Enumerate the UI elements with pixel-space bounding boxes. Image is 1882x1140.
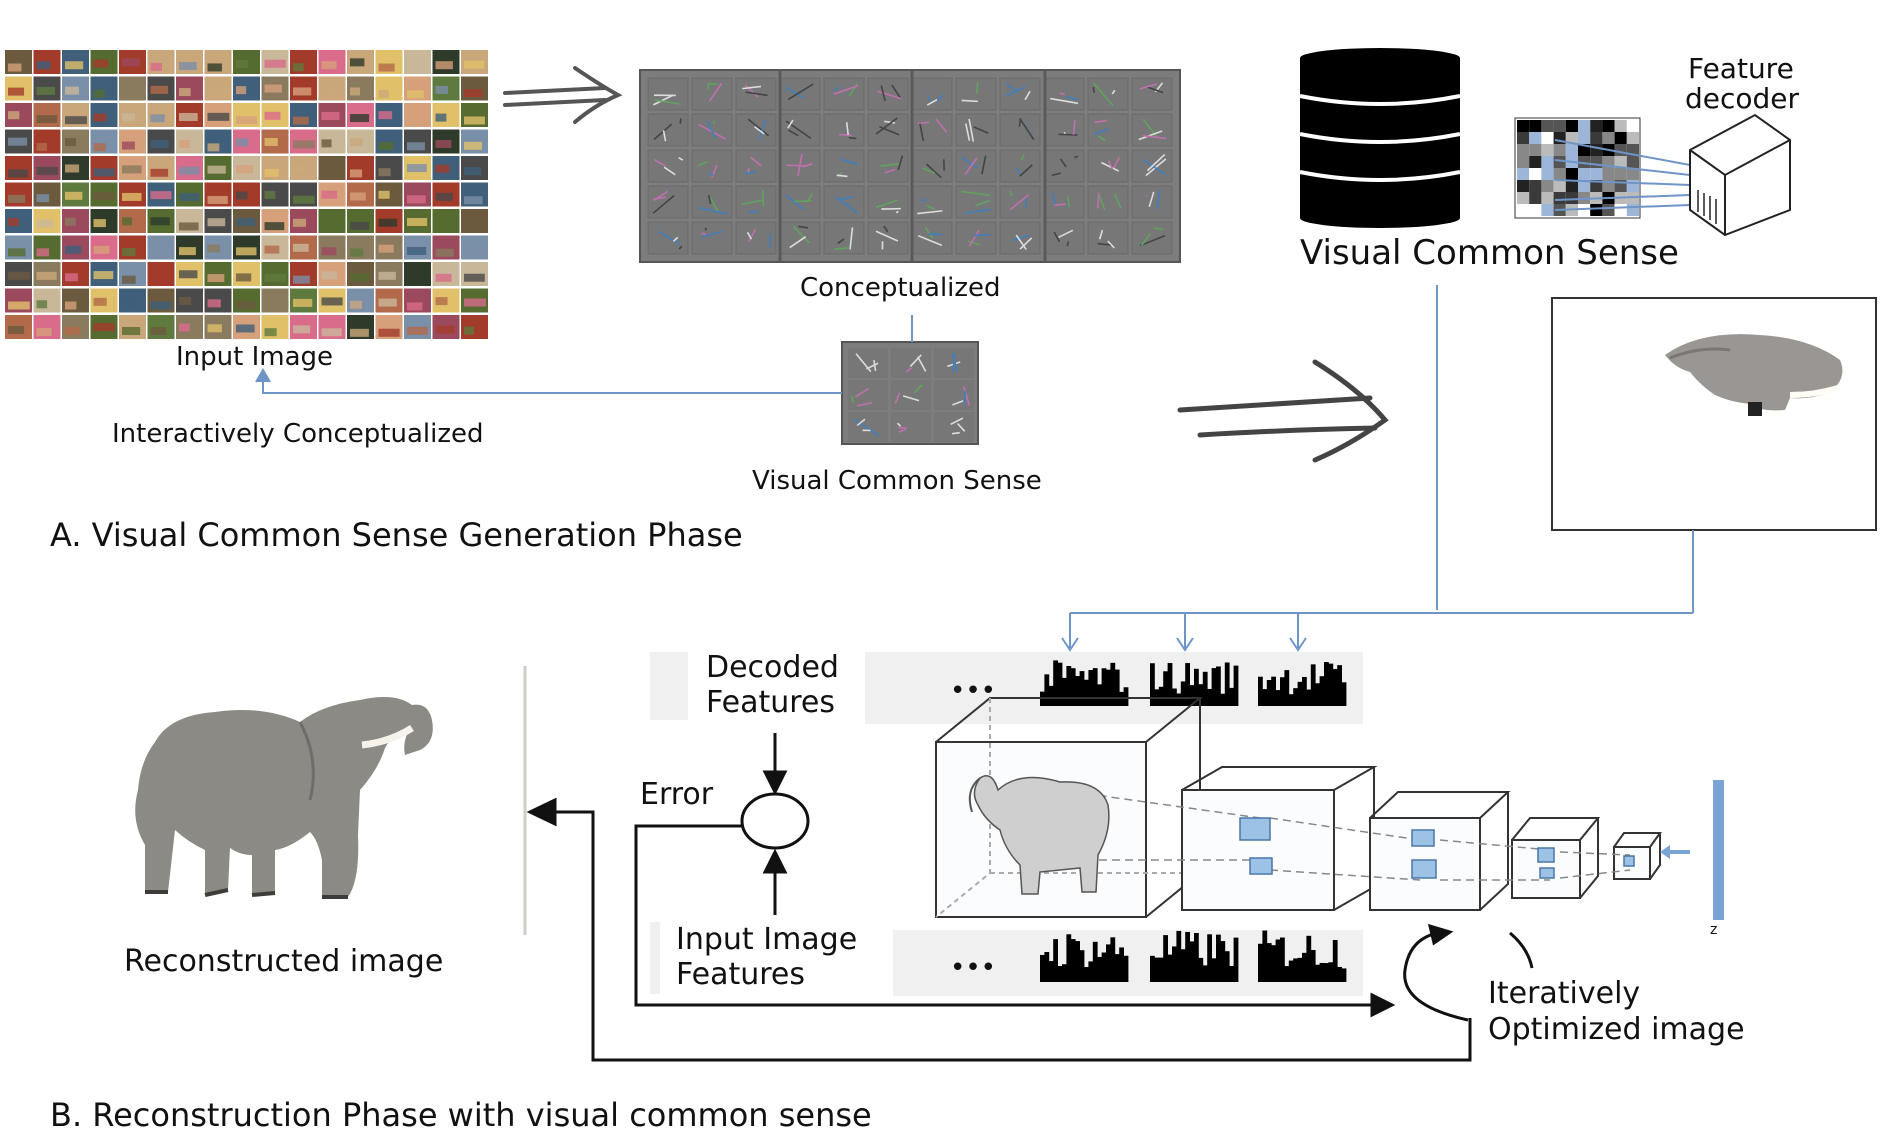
input-features-ellipsis: •••	[950, 953, 997, 983]
elephant-head-image	[1665, 334, 1843, 416]
decoder-connection-lines	[1554, 139, 1691, 211]
latent-z-bar	[1660, 780, 1724, 920]
decoded-feature-bars	[1040, 660, 1347, 706]
reconstructed-image-label: Reconstructed image	[124, 944, 444, 979]
feature-decoder-label-line1: Feature	[1688, 52, 1794, 85]
decoded-features-label-line1: Decoded	[706, 650, 839, 685]
input-image-features-label-line2: Features	[676, 957, 805, 992]
iteration-cycle-arrow	[1403, 923, 1534, 1022]
decoded-features-ellipsis: •••	[950, 676, 997, 706]
input-feature-bars	[1040, 930, 1347, 982]
database-icon	[1299, 48, 1461, 228]
reconstructed-elephant-image	[135, 696, 433, 899]
decoded-features-label-line2: Features	[706, 685, 835, 720]
error-label: Error	[640, 777, 714, 812]
input-image-mosaic	[5, 50, 488, 339]
reconstruction-loop-arrow	[523, 666, 1472, 1062]
phase-b-title: B. Reconstruction Phase with visual comm…	[50, 1096, 872, 1134]
feature-decoder-icon	[1689, 113, 1791, 237]
feature-pattern-icon	[1514, 117, 1641, 219]
input-image-features-label-line1: Input Image	[676, 922, 858, 957]
conceptualized-label: Conceptualized	[800, 273, 1001, 303]
input-image-label: Input Image	[176, 342, 334, 372]
visual-common-sense-caption: Visual Common Sense	[752, 466, 1042, 496]
visual-common-sense-filter-grid	[841, 341, 979, 445]
optimized-image-label: Optimized image	[1488, 1012, 1745, 1047]
decoded-image-box	[1551, 297, 1877, 531]
sketch-arrow-big	[1177, 359, 1389, 463]
interactive-feedback-arrow	[255, 315, 913, 394]
decoded-feature-arrows	[1061, 285, 1694, 652]
sketch-arrow-right	[503, 66, 623, 124]
visual-common-sense-title: Visual Common Sense	[1300, 233, 1679, 273]
iteratively-label: Iteratively	[1488, 976, 1641, 1011]
conceptualized-filter-grid	[639, 69, 1181, 263]
input-elephant-3d	[968, 775, 1110, 895]
latent-z-label: z	[1710, 922, 1718, 938]
error-comparator	[634, 733, 1396, 1018]
interactively-conceptualized-label: Interactively Conceptualized	[112, 419, 484, 449]
phase-a-title: A. Visual Common Sense Generation Phase	[50, 516, 743, 554]
feature-decoder-label-line2: decoder	[1685, 82, 1800, 115]
